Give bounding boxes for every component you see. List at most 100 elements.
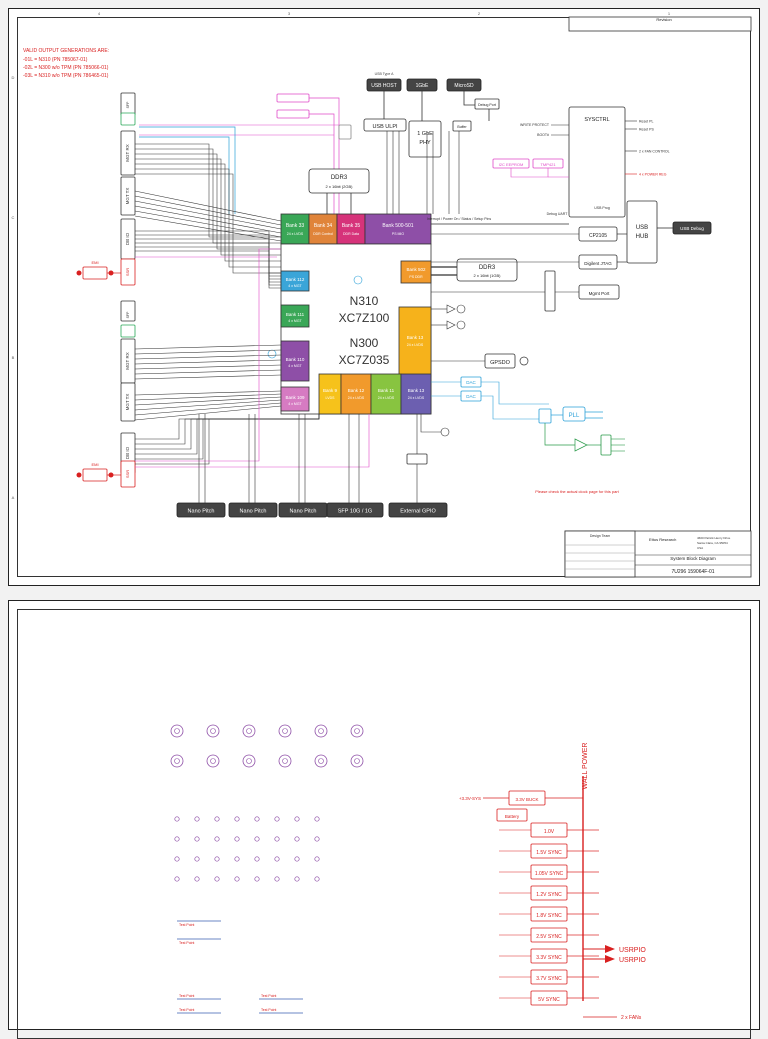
i2c-wire [510,168,549,178]
design-team-label: Design Team [590,534,610,538]
rf-connector-pin-icon [318,728,324,734]
bank-name: Bank 34 [314,223,333,229]
mgt-wire [135,250,281,289]
gbe-phy-label: PHY [419,140,431,146]
bank-name: Bank 35 [342,223,361,229]
bottom-connector-label: Nano Pitch [240,509,267,515]
arrow-icon [605,945,615,953]
battery-label: Battery [505,814,520,819]
mgt-wire [135,414,320,455]
company-name: Ettus Research [649,537,676,542]
mgt-bank-sub: 4 x MGT [288,284,302,288]
bottom-connector-box [388,502,448,518]
mgt-wire [135,163,281,262]
wall-power-label: WALL POWER [582,743,589,790]
debug-uart-label: Debug UART [547,212,569,216]
mgt-bank-sub: 4 x MGT [288,319,302,323]
bank-sub: 24 x LVDS [408,396,425,400]
emi-filter-box [82,266,108,280]
chip-name: XC7Z035 [339,353,390,367]
bank-name: Bank 13 [408,388,425,393]
daughterboard-block-label: MGT TX [125,394,130,411]
mgt-wire [135,414,320,445]
mgt-wire [134,215,282,242]
mgt-wire [134,402,282,416]
sma-connector-icon [456,304,466,314]
daughterboard-connector-box [120,382,136,422]
mgt-wire [135,414,320,465]
sma-connector-icon [456,320,466,330]
top-connector-label: MicroSD [454,83,474,89]
usrpio-label: USRPIO [619,947,646,954]
digilent-label: Digilent JTAG [584,261,612,266]
bank-name: Bank 500-501 [382,223,413,229]
rf-connector-pin-icon [318,758,324,764]
fan-label: 2 x FANs [621,1015,642,1021]
power-input-icon [76,472,82,478]
regulator-label: 3.7V SYNC [536,976,562,982]
valid-output-heading: VALID OUTPUT GENERATIONS ARE: [23,48,109,54]
mgt-bank-name: Bank 111 [286,312,305,317]
rf-connector-pin-icon [174,758,180,764]
bottom-connector-label: Nano Pitch [290,509,317,515]
tmp421-label: TMP421 [540,162,556,167]
blue-wire [139,126,236,214]
blue-wire [481,395,539,420]
splitter-box [600,434,612,456]
sysctrl-output-label: Reset PS [639,128,654,132]
top-connector-label: 1GbE [416,83,429,89]
test-point-icon [194,836,200,842]
bottom-connector-label: Nano Pitch [188,509,215,515]
grid-letter-label: D [12,75,15,80]
ddr3-top-sub: 2 x 16bit (2GB) [326,184,354,189]
bottom-connector-box [326,502,384,518]
uart-bridge-box [544,270,556,312]
mgmt-port-label: Mgmt Port [589,291,611,296]
bank-sub: DDR Control [313,232,333,236]
grid-letter-label: B [12,355,15,360]
gbe-phy-label: 1 GbE [417,131,433,137]
pll-label: PLL [569,413,580,419]
test-point-icon [234,856,240,862]
fpga-bank-bottom [318,373,342,415]
test-point-icon [274,836,280,842]
rf-connector-pin-icon [282,758,288,764]
battery-box [496,808,528,822]
mgt-bank-name: Bank 110 [286,357,305,362]
i2c-eeprom-label: I2C EEPROM [499,162,524,167]
mgt-wire [134,349,282,355]
daughterboard-block-label: MGT RX [125,144,130,161]
bottom-connector-box [176,502,226,518]
write-protect-label: WRITE PROTECT [520,123,550,127]
test-point-icon [274,876,280,882]
bank-name: Bank 11 [378,388,395,393]
mgt-bank-name: Bank 109 [285,395,305,400]
fpga-bank-bottom [340,373,372,415]
regulator-label: 1.0V [544,829,555,835]
test-point-label: Test Point [261,1008,276,1012]
gpsdo-antenna-icon [519,356,529,366]
test-point-icon [274,856,280,862]
bank-13-name: Bank 13 [407,335,424,340]
sysctrl-output-label: 2 x FAN CONTROL [639,150,670,154]
grid-number-label: 4 [98,11,101,16]
test-point-icon [234,836,240,842]
revision-label: Revision [656,17,671,22]
test-point-label: Test Point [179,994,194,998]
chip-name: XC7Z100 [339,311,390,325]
ssr-label: SSR [125,268,130,276]
mgt-wire [134,354,282,360]
usb-hub-box [626,200,658,264]
bank-name: Bank 33 [286,223,305,229]
valid-output-line: -02L = N300 w/o TPM (PN 785066-01) [23,65,109,71]
regulator-label: 1.05V SYNC [535,871,564,877]
bank-sub: 24 x LVDS [287,232,304,236]
sfp-label: SFP [126,311,130,318]
mgt-wire [134,205,282,234]
mgt-wire [134,369,282,375]
company-address: 4600 Patrick Henry Drive [697,536,731,540]
valid-output-line: -01L = N310 (PN 785067-01) [23,57,88,63]
usb-prog-label: USB Prog [594,206,610,210]
test-point-icon [314,816,320,822]
